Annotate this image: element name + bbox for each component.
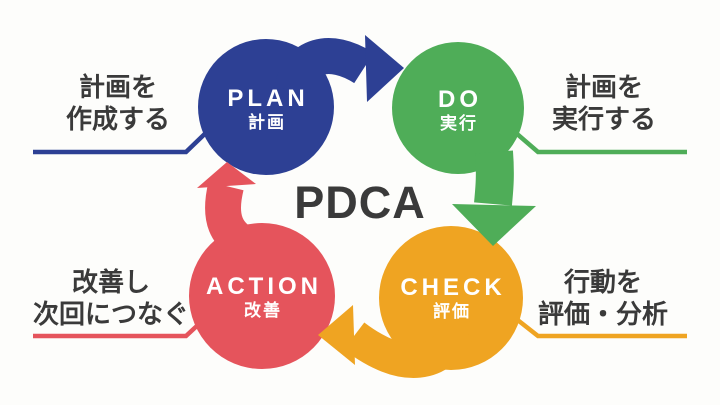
- do-to-check-arrow-head: [452, 204, 536, 246]
- do-to-check-arrow-band: [474, 150, 514, 206]
- check-annotation: 行動を 評価・分析: [503, 266, 703, 330]
- check-connector-line: [508, 312, 687, 339]
- cycle-arrows: [197, 35, 536, 378]
- action-annotation: 改善し 次回につなぐ: [11, 266, 211, 330]
- check-annotation-line2: 評価・分析: [537, 299, 668, 329]
- plan-annotation-line1: 計画を: [78, 72, 157, 102]
- do-circle: [392, 42, 524, 174]
- plan-sublabel: 計画: [248, 113, 286, 132]
- action-to-plan-arrow-band: [205, 181, 265, 268]
- check-annotation-line1: 行動を: [563, 267, 642, 297]
- do-label-group: DO 実行: [392, 87, 524, 135]
- plan-annotation: 計画を 作成する: [18, 71, 218, 135]
- plan-label: PLAN: [227, 85, 309, 112]
- check-sublabel: 評価: [433, 302, 471, 321]
- action-to-plan-arrow-head: [197, 162, 256, 188]
- do-annotation-line2: 実行する: [551, 104, 656, 134]
- do-connector-line: [507, 125, 687, 155]
- plan-to-do-arrow-head: [365, 35, 404, 102]
- do-label: DO: [438, 86, 482, 113]
- check-label-group: CHECK 評価: [378, 275, 524, 323]
- plan-annotation-line2: 作成する: [65, 104, 170, 134]
- check-to-action-arrow-head: [318, 305, 355, 365]
- check-label: CHECK: [400, 274, 506, 301]
- plan-label-group: PLAN 計画: [198, 86, 334, 134]
- check-to-action-arrow-band: [343, 322, 474, 378]
- action-label: ACTION: [206, 273, 322, 300]
- do-sublabel: 実行: [440, 114, 478, 133]
- center-title: PDCA: [294, 177, 426, 228]
- action-circle: [189, 223, 335, 369]
- action-annotation-line1: 改善し: [71, 267, 150, 297]
- check-circle: [379, 226, 523, 370]
- action-sublabel: 改善: [244, 301, 282, 320]
- cycle-circles: [189, 39, 524, 370]
- do-annotation: 計画を 実行する: [504, 71, 704, 135]
- action-label-group: ACTION 改善: [189, 274, 335, 322]
- do-annotation-line1: 計画を: [564, 72, 643, 102]
- action-annotation-line2: 次回につなぐ: [32, 299, 189, 329]
- plan-to-do-arrow-band: [274, 38, 374, 95]
